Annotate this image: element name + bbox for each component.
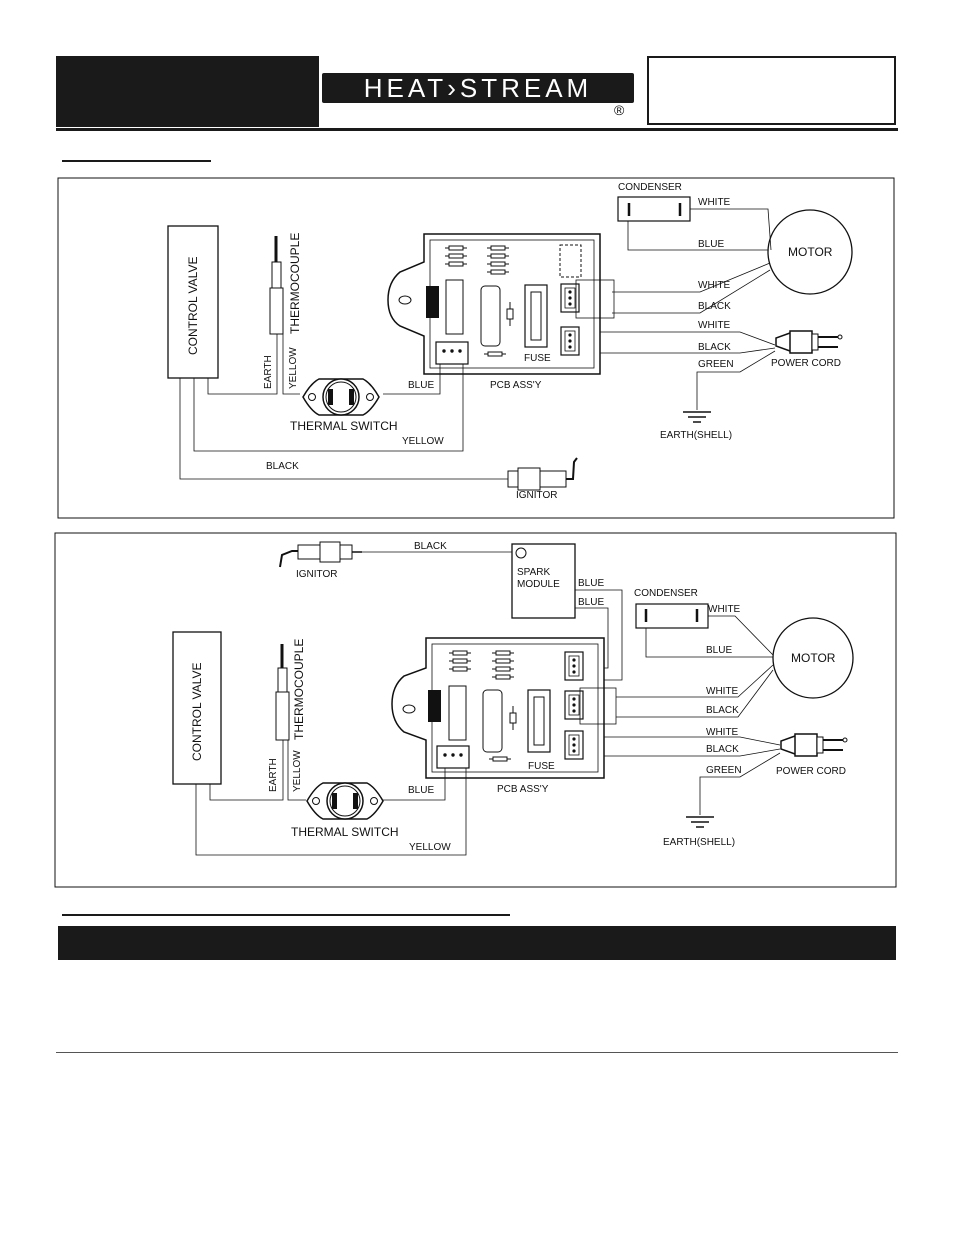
- label-white: WHITE: [706, 727, 739, 738]
- earth-shell-symbol-1: [682, 411, 712, 423]
- diagram-1-frame: [57, 177, 895, 519]
- label-black: BLACK: [698, 342, 731, 353]
- brand-logo-text: HEAT›STREAM: [363, 73, 593, 103]
- header-rule: [56, 128, 898, 131]
- label-green: GREEN: [706, 765, 742, 776]
- thermocouple-1: [269, 287, 284, 335]
- ignitor-2: [279, 541, 362, 568]
- diagram-2-frame: [54, 532, 897, 888]
- label-motor: MOTOR: [791, 651, 836, 665]
- label-fuse: FUSE: [524, 353, 551, 364]
- section-header-bar: [58, 926, 896, 960]
- label-pcb-assy: PCB ASS'Y: [490, 380, 542, 391]
- header-black-block: [56, 56, 319, 127]
- label-thermocouple: THERMOCOUPLE: [288, 233, 302, 334]
- label-white: WHITE: [698, 320, 731, 331]
- label-white: WHITE: [698, 280, 731, 291]
- label-thermal-switch: THERMAL SWITCH: [291, 825, 399, 839]
- motor-1: [767, 209, 853, 295]
- label-yellow: YELLOW: [409, 842, 451, 853]
- power-cord-plug-2: [780, 733, 848, 757]
- label-thermocouple: THERMOCOUPLE: [292, 639, 306, 740]
- power-cord-plug-1: [775, 330, 843, 354]
- label-module: MODULE: [517, 579, 560, 590]
- label-control-valve: CONTROL VALVE: [190, 663, 204, 761]
- label-white: WHITE: [698, 197, 731, 208]
- label-blue: BLUE: [578, 597, 604, 608]
- registered-mark: ®: [614, 102, 625, 118]
- control-valve-2: [172, 631, 222, 785]
- label-black: BLACK: [706, 705, 739, 716]
- label-blue: BLUE: [408, 785, 434, 796]
- label-pcb-assy: PCB ASS'Y: [497, 784, 549, 795]
- label-earth-shell: EARTH(SHELL): [660, 430, 732, 441]
- label-blue: BLUE: [578, 578, 604, 589]
- earth-shell-symbol-2: [685, 816, 715, 828]
- label-earth: EARTH: [268, 758, 279, 792]
- section-heading-rule: [62, 160, 211, 162]
- label-condenser: CONDENSER: [618, 182, 682, 193]
- ignitor-1: [507, 457, 578, 491]
- label-ignitor: IGNITOR: [296, 569, 337, 580]
- label-blue: BLUE: [408, 380, 434, 391]
- thermal-switch-2: [306, 782, 384, 820]
- label-black: BLACK: [266, 461, 299, 472]
- footer-rule: [56, 1052, 898, 1053]
- label-spark: SPARK: [517, 567, 550, 578]
- label-thermal-switch: THERMAL SWITCH: [290, 419, 398, 433]
- thermocouple-2: [275, 691, 290, 741]
- label-blue: BLUE: [706, 645, 732, 656]
- motor-2: [772, 617, 854, 699]
- label-motor: MOTOR: [788, 245, 833, 259]
- control-valve-1: [167, 225, 219, 379]
- label-control-valve: CONTROL VALVE: [186, 257, 200, 355]
- label-fuse: FUSE: [528, 761, 555, 772]
- label-black: BLACK: [414, 541, 447, 552]
- label-white: WHITE: [706, 686, 739, 697]
- label-yellow: YELLOW: [292, 750, 303, 792]
- header-model-box: [647, 56, 896, 125]
- label-ignitor: IGNITOR: [516, 490, 557, 501]
- label-power-cord: POWER CORD: [776, 766, 846, 777]
- label-yellow: YELLOW: [402, 436, 444, 447]
- label-black: BLACK: [706, 744, 739, 755]
- label-green: GREEN: [698, 359, 734, 370]
- label-earth-shell: EARTH(SHELL): [663, 837, 735, 848]
- label-yellow: YELLOW: [288, 347, 299, 389]
- label-black: BLACK: [698, 301, 731, 312]
- label-blue: BLUE: [698, 239, 724, 250]
- label-earth: EARTH: [263, 355, 274, 389]
- brand-logo: [322, 73, 634, 103]
- label-condenser: CONDENSER: [634, 588, 698, 599]
- section-heading-rule: [62, 914, 510, 916]
- label-white: WHITE: [708, 604, 741, 615]
- thermal-switch-1: [302, 378, 380, 416]
- label-power-cord: POWER CORD: [771, 358, 841, 369]
